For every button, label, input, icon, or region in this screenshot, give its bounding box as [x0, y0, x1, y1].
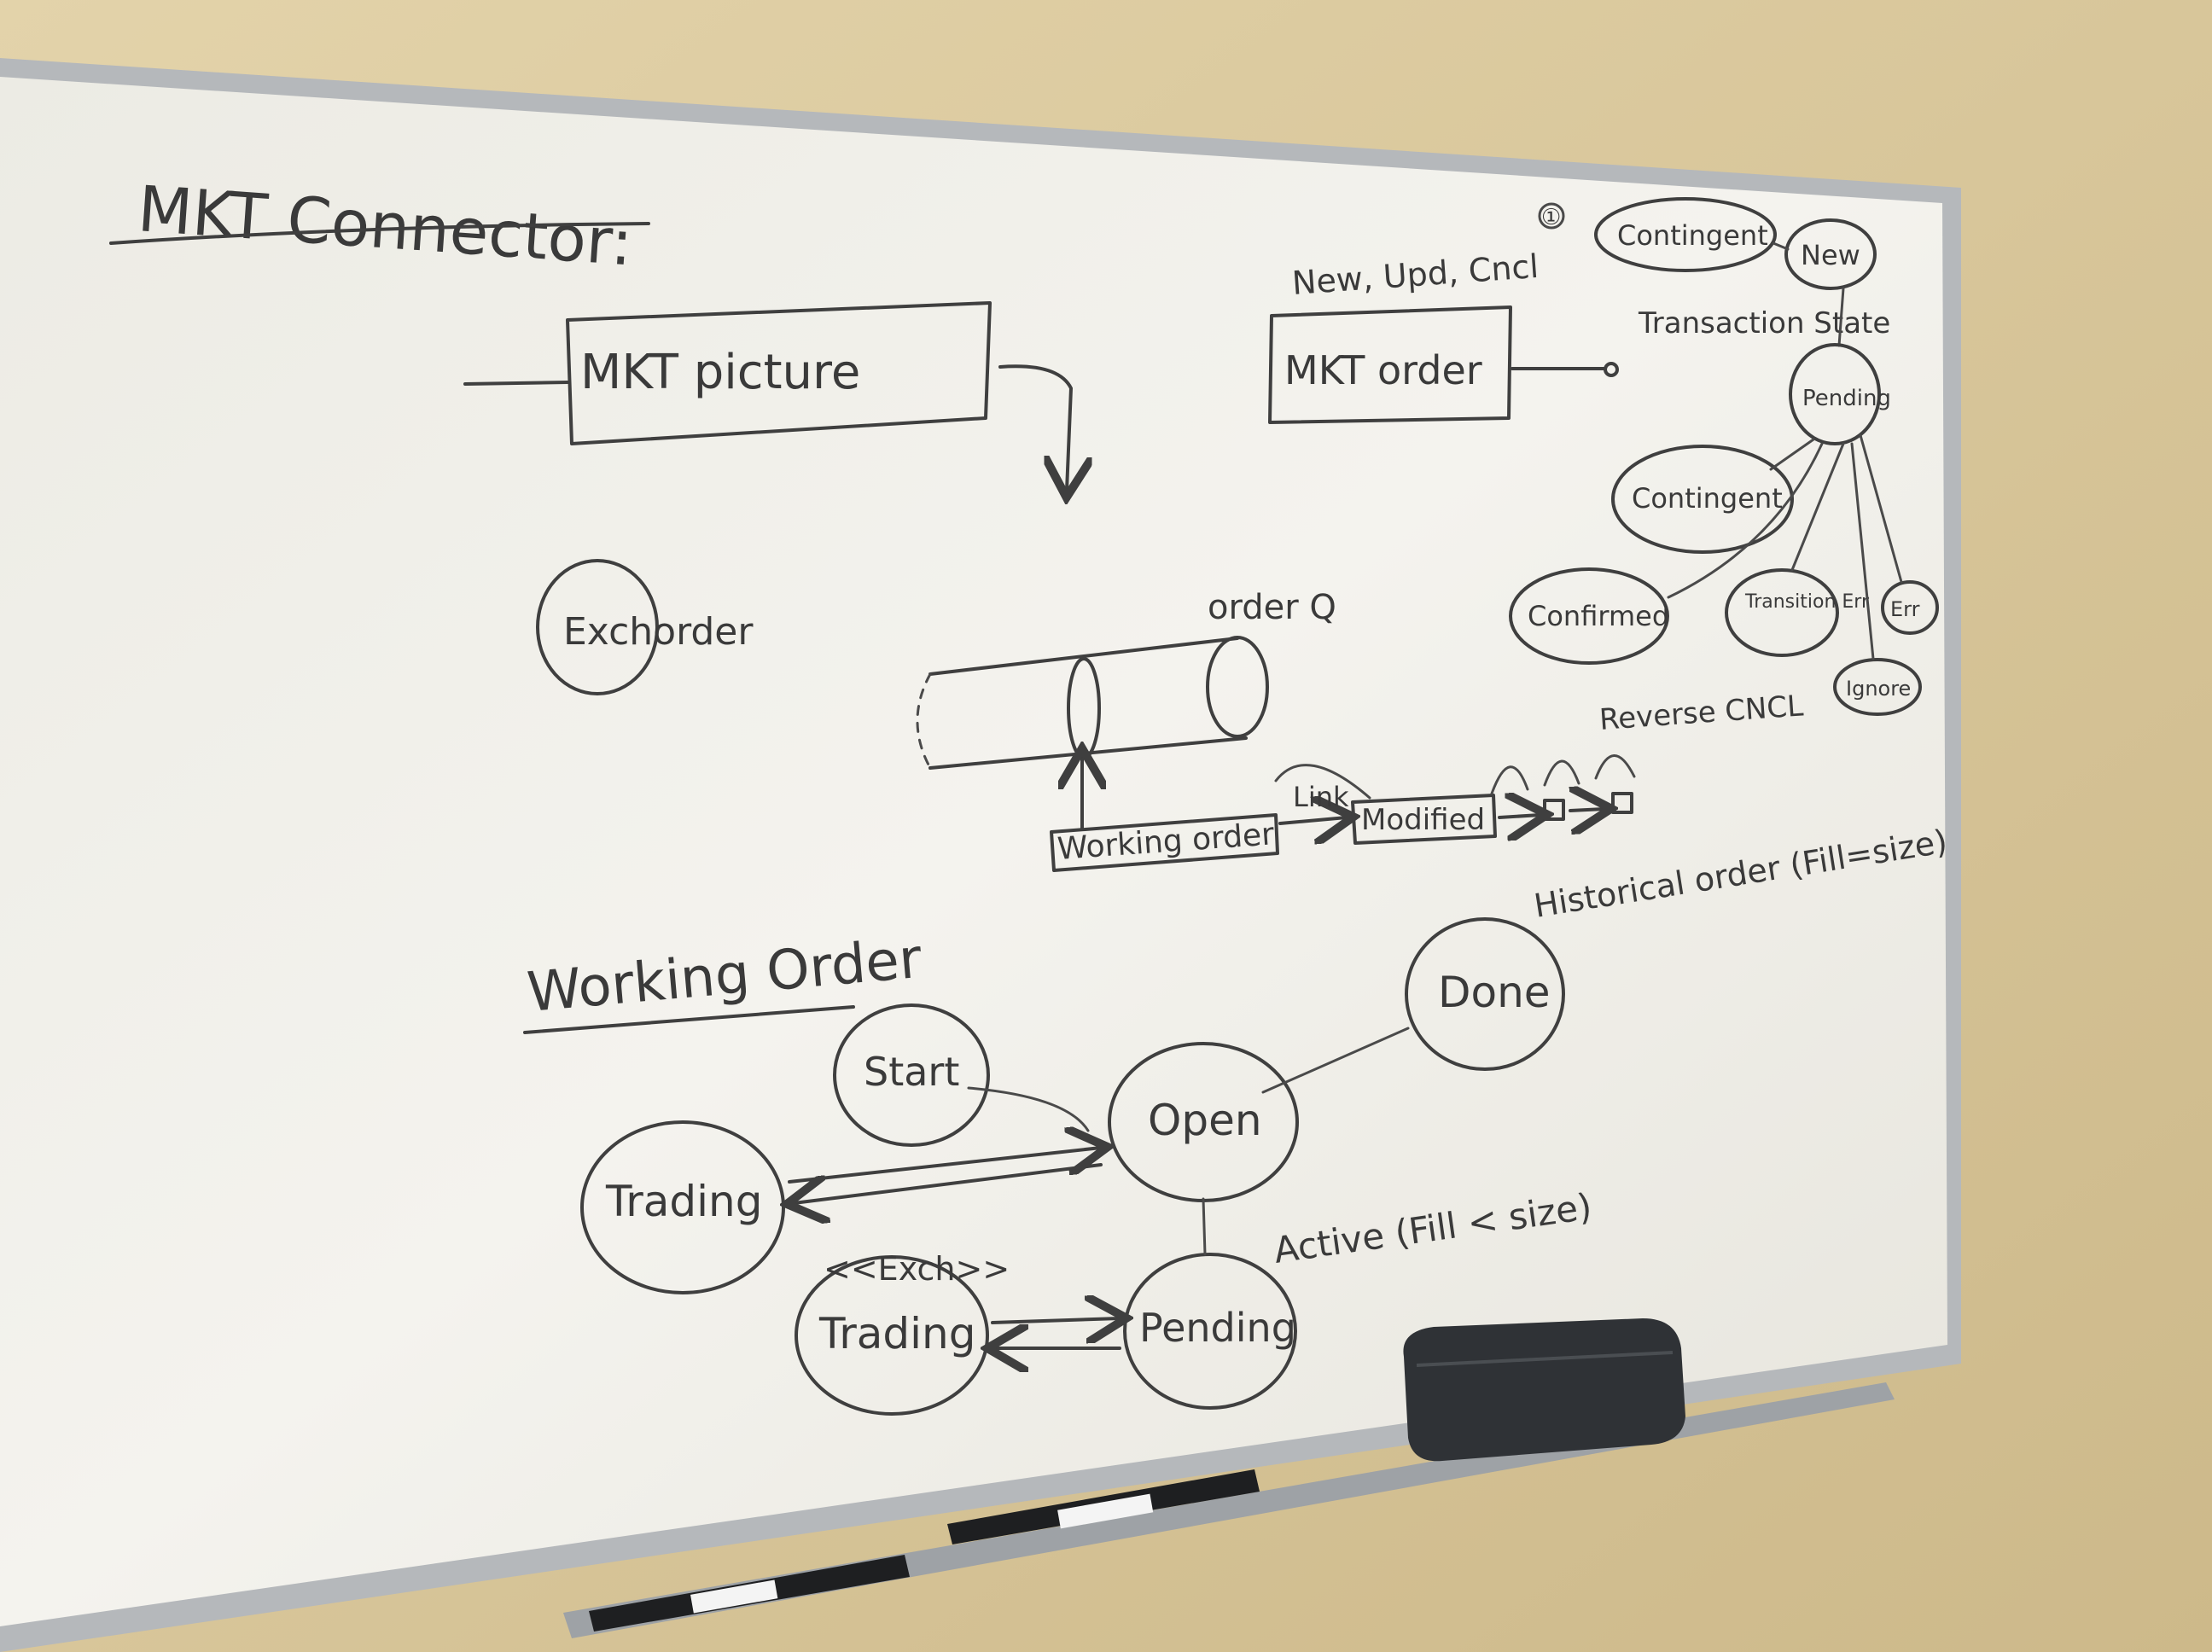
transaction-state-diagram: ① Contingent New Transaction State Pendi…: [1509, 197, 1939, 716]
wo-exch-stereotype: <<Exch>>: [824, 1250, 1010, 1288]
mkt-order-box: [1268, 305, 1512, 424]
marker-pens: [589, 1469, 1260, 1632]
wo-start-label: Start: [864, 1049, 959, 1095]
board-surface: [0, 77, 1947, 1626]
state-ignore-label: Ignore: [1846, 677, 1911, 701]
eraser: [1403, 1318, 1685, 1462]
state-contingent-mid: [1611, 445, 1794, 554]
state-transition-err-label: Transition Err: [1744, 591, 1870, 613]
wo-trading-label: Trading: [605, 1177, 762, 1226]
state-new: [1784, 218, 1877, 290]
wo-start-node: [833, 1003, 990, 1147]
state-confirmed: [1509, 567, 1669, 665]
state-ignore: [1833, 658, 1922, 716]
wo-done-node: [1405, 917, 1565, 1071]
state-contingent-mid-label: Contingent: [1632, 482, 1783, 515]
state-pending-label: Pending: [1802, 386, 1891, 411]
wo-open-label: Open: [1148, 1096, 1262, 1145]
state-new-label: New: [1801, 239, 1860, 271]
state-contingent-top-label: Contingent: [1617, 219, 1768, 252]
wo-pending-label: Pending: [1139, 1305, 1296, 1351]
wo-done-label: Done: [1438, 968, 1551, 1017]
state-pending: [1789, 343, 1881, 445]
state-err-label: Err: [1890, 597, 1920, 621]
state-confirmed-label: Confirmed: [1528, 600, 1669, 632]
exchorder-node: [536, 559, 659, 695]
state-marker: ①: [1541, 205, 1561, 230]
state-contingent-top: [1594, 197, 1777, 272]
mkt-picture-label: MKT picture: [580, 345, 860, 400]
link-label: Link: [1293, 781, 1349, 813]
transaction-state-heading: Transaction State: [1638, 306, 1890, 340]
wo-exch-trading-label: Trading: [818, 1309, 975, 1358]
state-transition-err: [1725, 568, 1839, 657]
order-q-label: order Q: [1208, 588, 1336, 627]
modified-box: [1351, 794, 1497, 845]
exchorder-label: Exchorder: [563, 610, 754, 654]
working-order-box: [1050, 813, 1279, 872]
state-err: [1881, 580, 1939, 635]
mkt-order-label: MKT order: [1284, 347, 1482, 393]
mkt-picture-box: [566, 301, 992, 445]
modified-box-label: Modified: [1361, 803, 1485, 837]
